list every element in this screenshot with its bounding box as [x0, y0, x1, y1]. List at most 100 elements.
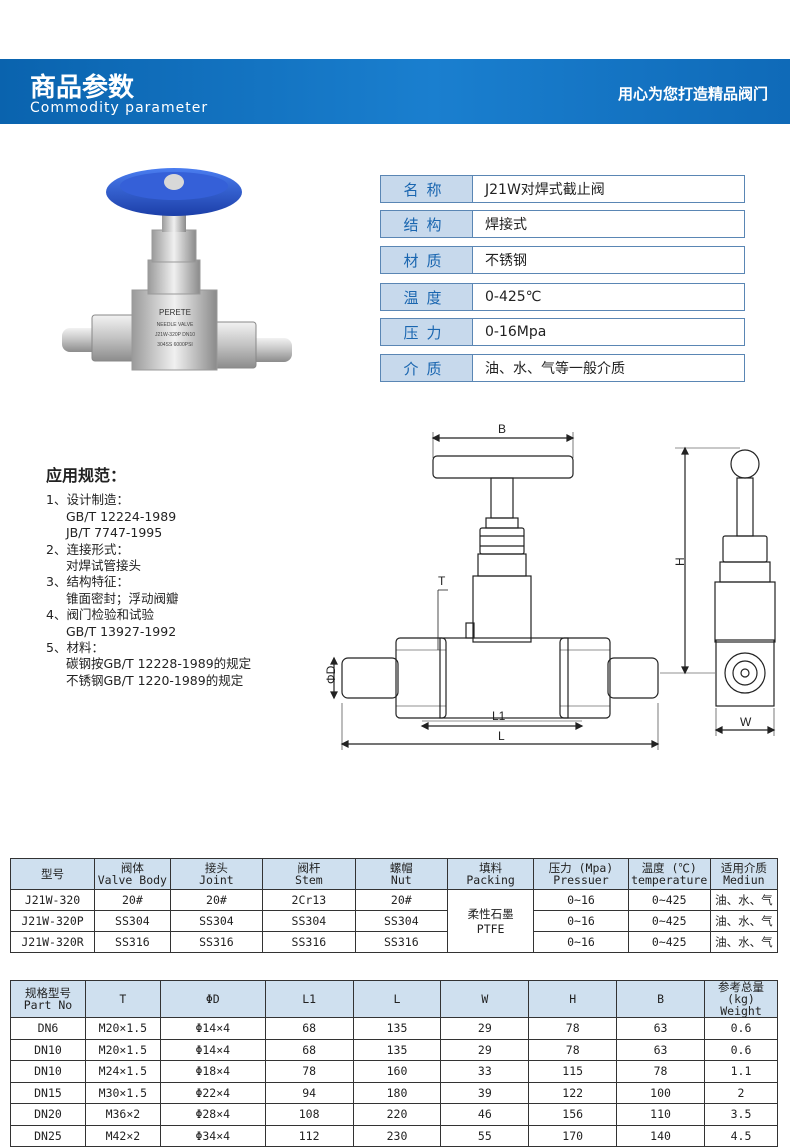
t2-cell: M30×1.5: [84, 1081, 161, 1104]
t2-cell: 122: [528, 1081, 618, 1104]
t1-cell: SS304: [354, 910, 449, 932]
t1-cell: SS304: [169, 910, 264, 932]
t2-header: L1: [264, 980, 354, 1018]
t2-cell: 55: [440, 1124, 530, 1147]
t1-cell: SS304: [94, 910, 171, 932]
t1-cell: 0~16: [533, 889, 629, 911]
application-line: 锥面密封；浮动阀瓣: [66, 590, 179, 606]
spec-value: 不锈钢: [485, 253, 527, 269]
spec-value: 0-16Mpa: [485, 324, 547, 340]
spec-value: 油、水、气等一般介质: [485, 361, 625, 377]
t2-cell: 39: [440, 1081, 530, 1104]
t2-cell: DN25: [10, 1124, 86, 1147]
t2-cell: Φ14×4: [159, 1038, 266, 1061]
label-line3: 304SS 6000PSI: [157, 342, 193, 348]
t1-cell: J21W-320R: [9, 931, 96, 953]
t2-cell: DN6: [10, 1017, 86, 1040]
t2-cell: 68: [264, 1017, 354, 1040]
dim-H: H: [673, 557, 687, 566]
banner-slogan: 用心为您打造精品阀门: [617, 85, 768, 103]
t2-cell: M42×2: [84, 1124, 161, 1147]
t2-cell: DN10: [10, 1060, 86, 1083]
application-line: 2、连接形式：: [46, 541, 129, 557]
label-brand: PERETE: [159, 308, 191, 317]
t1-cell: SS316: [169, 931, 264, 953]
t2-cell: 0.6: [703, 1038, 779, 1061]
banner-title: 商品参数: [30, 73, 135, 103]
t1-cell: SS316: [94, 931, 171, 953]
t2-cell: 78: [616, 1060, 705, 1083]
t2-cell: 29: [440, 1017, 530, 1040]
dim-L1: L1: [492, 709, 506, 723]
label-line2: J21W-320P DN10: [155, 332, 195, 338]
t1-cell: 0~425: [627, 910, 711, 932]
t2-header: ΦD: [159, 980, 266, 1018]
spec-row: 结构焊接式: [380, 210, 745, 238]
t1-cell: SS316: [262, 931, 356, 953]
t2-header: 参考总量 (kg)Weight: [703, 980, 779, 1018]
t1-cell: SS304: [262, 910, 356, 932]
dim-D: ΦD: [324, 665, 338, 684]
t1-cell: J21W-320P: [9, 910, 96, 932]
t2-cell: 33: [440, 1060, 530, 1083]
application-line: 5、材料：: [46, 640, 104, 656]
t2-cell: Φ22×4: [159, 1081, 266, 1104]
t2-cell: 1.1: [703, 1060, 779, 1083]
t2-cell: 78: [528, 1017, 618, 1040]
t1-cell: 0~425: [627, 931, 711, 953]
spec-value: 0-425℃: [485, 289, 542, 305]
t2-cell: 68: [264, 1038, 354, 1061]
t2-cell: 115: [528, 1060, 618, 1083]
t2-cell: DN15: [10, 1081, 86, 1104]
t1-cell: 0~425: [627, 889, 711, 911]
spec-key: 结构: [381, 211, 473, 237]
t1-cell: SS316: [354, 931, 449, 953]
application-line: 3、结构特征：: [46, 574, 129, 590]
t1-header: 型号: [9, 858, 96, 890]
t2-cell: 170: [528, 1124, 618, 1147]
t2-cell: 220: [352, 1103, 442, 1126]
spec-key: 介质: [381, 355, 473, 381]
t2-cell: 4.5: [703, 1124, 779, 1147]
t2-cell: 94: [264, 1081, 354, 1104]
application-line: 4、阀门检验和试验: [46, 607, 154, 623]
t1-cell: 0~16: [533, 910, 629, 932]
application-line: 不锈钢GB/T 1220-1989的规定: [66, 672, 244, 688]
t2-cell: M36×2: [84, 1103, 161, 1126]
application-heading: 应用规范：: [46, 466, 127, 485]
t2-cell: 29: [440, 1038, 530, 1061]
t2-cell: DN10: [10, 1038, 86, 1061]
t1-header: 温度 (℃)temperature: [627, 858, 711, 890]
spec-key: 温度: [381, 284, 473, 310]
t1-cell: 0~16: [533, 931, 629, 953]
t2-cell: DN20: [10, 1103, 86, 1126]
t2-header: H: [528, 980, 618, 1018]
spec-key: 材质: [381, 247, 473, 273]
t1-cell: 油、水、气: [709, 931, 779, 953]
t2-cell: 135: [352, 1038, 442, 1061]
banner-subtitle: Commodity parameter: [30, 100, 209, 116]
label-line1: NEEDLE VALVE: [157, 322, 194, 328]
t2-cell: 63: [616, 1038, 705, 1061]
t2-cell: 63: [616, 1017, 705, 1040]
t1-cell: 20#: [354, 889, 449, 911]
t2-cell: 112: [264, 1124, 354, 1147]
t1-cell: 油、水、气: [709, 910, 779, 932]
t2-header: L: [352, 980, 442, 1018]
spec-key: 压力: [381, 319, 473, 345]
application-line: 碳钢按GB/T 12228-1989的规定: [66, 656, 252, 672]
t2-cell: 156: [528, 1103, 618, 1126]
